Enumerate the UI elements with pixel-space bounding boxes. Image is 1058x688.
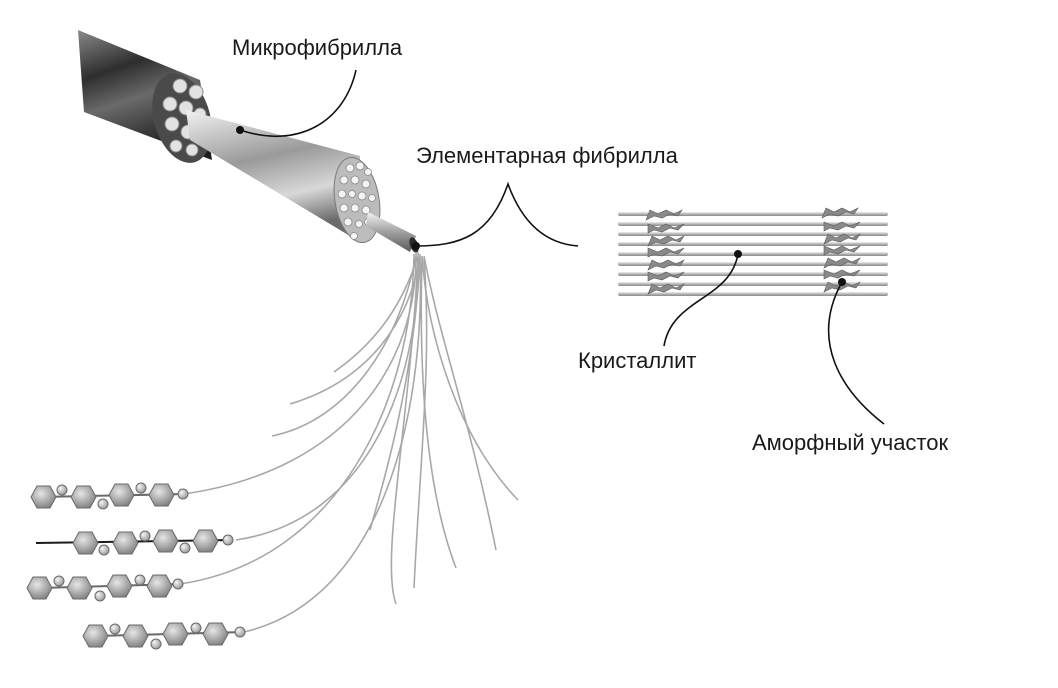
linker-bead [97, 498, 109, 510]
linker-bead [234, 626, 246, 638]
cellulose-chain-3 [26, 574, 184, 602]
label-crystallite: Кристаллит [578, 348, 696, 373]
linker-bead [222, 534, 234, 546]
monomer-hexagon [148, 483, 175, 507]
linker-bead [98, 544, 110, 556]
monomer-hexagon [112, 531, 139, 555]
linker-bead [134, 574, 146, 586]
monomer-hexagon [26, 576, 53, 600]
label-microfibril: Микрофибрилла [232, 35, 403, 60]
parallel-chains [618, 212, 888, 296]
brace-elementary-fibril [415, 181, 579, 247]
monomer-hexagon [152, 529, 179, 553]
leader-crystallite-dot [734, 250, 742, 258]
linker-bead [139, 530, 151, 542]
linker-bead [56, 484, 68, 496]
label-elementary-fibril: Элементарная фибрилла [416, 143, 679, 168]
macrofibril-bundle [78, 30, 212, 163]
amorphous-zone-right [821, 207, 861, 293]
monomer-hexagon [146, 574, 173, 598]
linker-bead [135, 482, 147, 494]
monomer-hexagon [122, 624, 149, 648]
crystallite-block [618, 207, 888, 296]
monomer-hexagon [82, 624, 109, 648]
monomer-hexagon [66, 576, 93, 600]
leader-amorphous [827, 281, 885, 425]
amorphous-zone-left [645, 209, 685, 295]
monomer-hexagon [72, 531, 99, 555]
linker-bead [53, 575, 65, 587]
leader-lines [236, 69, 885, 425]
monomer-hexagon [30, 485, 57, 509]
leader-amorphous-dot [838, 278, 846, 286]
linker-bead [177, 488, 189, 500]
monomer-hexagon [202, 622, 229, 646]
linker-bead [172, 578, 184, 590]
monomer-hexagon [70, 485, 97, 509]
label-amorphous-region: Аморфный участок [752, 430, 948, 455]
cellulose-strands [179, 251, 519, 633]
microfibril-body [186, 110, 381, 244]
leader-elementary-fibril-dot [412, 242, 420, 250]
cellulose-chain-2 [35, 529, 234, 556]
linker-bead [109, 623, 121, 635]
monomer-hexagon [192, 529, 219, 553]
linker-bead [150, 638, 162, 650]
cellulose-chain-1 [30, 482, 189, 510]
leader-microfibril-dot [236, 126, 244, 134]
leader-microfibril [239, 69, 357, 138]
monomer-hexagon [162, 622, 189, 646]
microfibril-cells [337, 161, 376, 240]
linker-bead [179, 542, 191, 554]
linker-bead [94, 590, 106, 602]
cellulose-chain-4 [82, 622, 246, 650]
monomer-hexagon [108, 483, 135, 507]
monomer-hexagon [106, 574, 133, 598]
leader-crystallite [663, 253, 739, 347]
linker-bead [190, 622, 202, 634]
